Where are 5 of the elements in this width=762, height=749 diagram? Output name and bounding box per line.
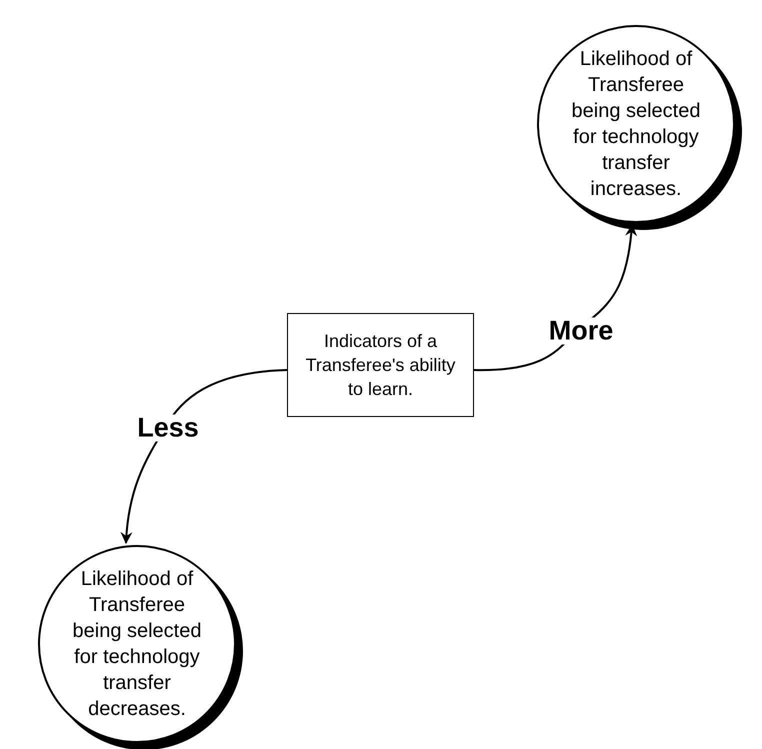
curved-arrow: [120, 369, 288, 544]
node-text: Likelihood of Transferee being selected for technology transfer increases.: [570, 47, 702, 202]
indicator-box: [287, 313, 474, 417]
node-text: Likelihood of Transferee being selected for technology transfer decreases.: [72, 567, 202, 722]
node-text: Indicators of a Transferee's ability to learn.: [304, 330, 456, 402]
